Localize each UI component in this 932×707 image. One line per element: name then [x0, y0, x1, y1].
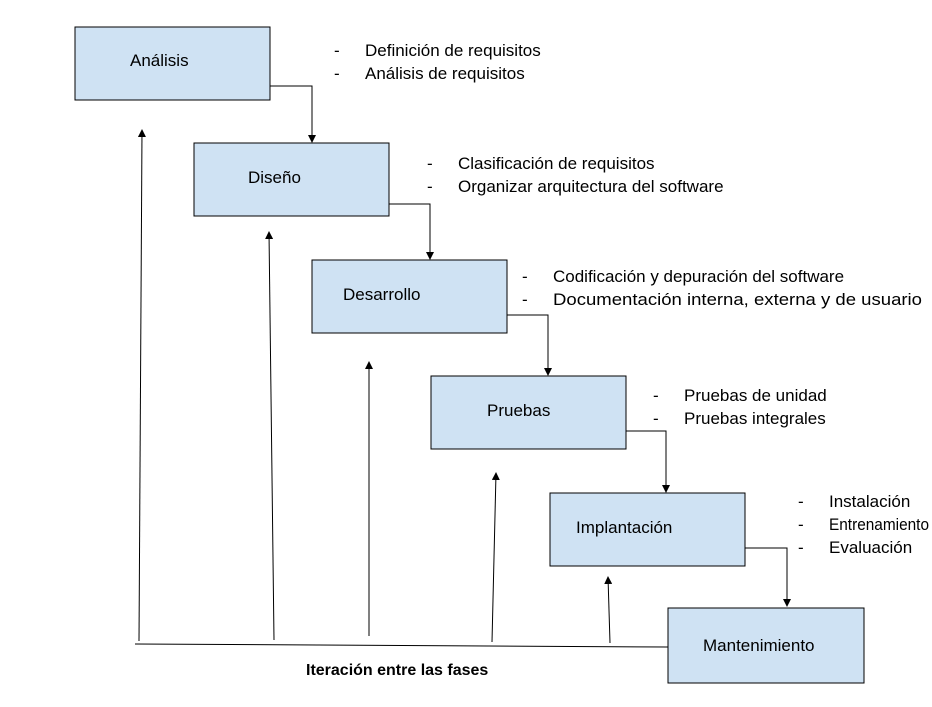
- note-item: Entrenamiento: [829, 515, 929, 534]
- feedback-arrow-analisis: [137, 129, 146, 642]
- bullet-marker: -: [653, 386, 659, 405]
- phase-label: Implantación: [576, 518, 672, 537]
- phase-box-analisis: Análisis: [74, 26, 271, 101]
- phase-box-implantacion: Implantación: [549, 492, 746, 567]
- feedback-arrow-implantacion: [604, 576, 613, 644]
- note-item: Documentación interna, externa y de usua…: [553, 290, 922, 309]
- bullet-marker: -: [334, 41, 340, 60]
- phase-label: Desarrollo: [343, 285, 420, 304]
- phase-box-pruebas: Pruebas: [430, 375, 627, 450]
- iteration-feedback: [134, 129, 669, 648]
- note-item: Clasificación de requisitos: [458, 154, 655, 173]
- diagram-caption: Iteración entre las fases: [306, 662, 488, 679]
- bullet-marker: -: [522, 290, 528, 309]
- connector-diseno-desarrollo: [389, 203, 434, 260]
- bullet-marker: -: [653, 409, 659, 428]
- note-item: Pruebas integrales: [684, 409, 826, 428]
- iteration-baseline: [134, 643, 669, 648]
- phase-label: Diseño: [248, 168, 301, 187]
- phase-label: Pruebas: [487, 401, 550, 420]
- bullet-marker: -: [522, 267, 528, 286]
- phase-connectors: [270, 85, 791, 607]
- feedback-arrow-diseno: [265, 231, 275, 641]
- note-item: Definición de requisitos: [365, 41, 541, 60]
- bullet-marker: -: [798, 515, 804, 534]
- phase-label: Mantenimiento: [703, 636, 815, 655]
- connector-pruebas-implantacion: [626, 430, 670, 493]
- notes-desarrollo: - Codificación y depuración del software…: [522, 267, 922, 309]
- note-item: Instalación: [829, 492, 910, 511]
- bullet-marker: -: [798, 492, 804, 511]
- note-item: Pruebas de unidad: [684, 386, 827, 405]
- phase-label: Análisis: [130, 51, 189, 70]
- connector-implantacion-mantenimiento: [745, 547, 791, 607]
- phase-box-desarrollo: Desarrollo: [311, 259, 508, 334]
- note-item: Codificación y depuración del software: [553, 267, 844, 286]
- connector-analisis-diseno: [270, 85, 316, 143]
- phase-box-mantenimiento: Mantenimiento: [667, 607, 865, 684]
- note-item: Análisis de requisitos: [365, 64, 525, 83]
- bullet-marker: -: [798, 538, 804, 557]
- connector-desarrollo-pruebas: [507, 314, 552, 376]
- bullet-marker: -: [427, 177, 433, 196]
- notes-analisis: - Definición de requisitos - Análisis de…: [334, 41, 541, 83]
- bullet-marker: -: [334, 64, 340, 83]
- phase-box-diseno: Diseño: [193, 142, 390, 217]
- notes-pruebas: - Pruebas de unidad - Pruebas integrales: [653, 386, 827, 428]
- feedback-arrow-pruebas: [491, 472, 500, 643]
- note-item: Organizar arquitectura del software: [458, 177, 724, 196]
- note-item: Evaluación: [829, 538, 912, 557]
- notes-diseno: - Clasificación de requisitos - Organiza…: [427, 154, 724, 196]
- bullet-marker: -: [427, 154, 433, 173]
- notes-implantacion: - Instalación - Entrenamiento - Evaluaci…: [798, 492, 929, 557]
